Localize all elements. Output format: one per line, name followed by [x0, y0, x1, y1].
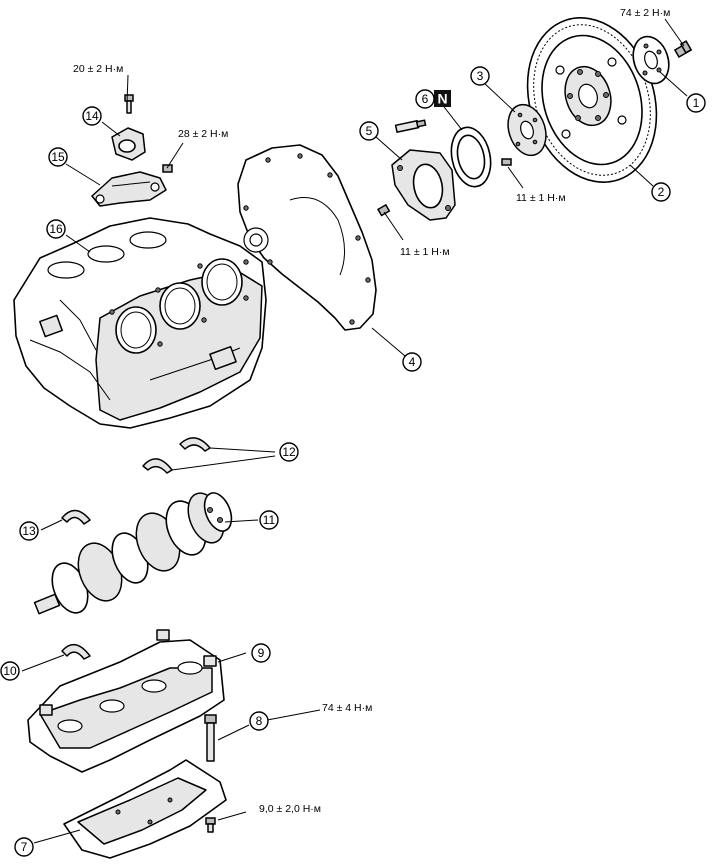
sealant-tube-icon — [394, 119, 427, 133]
torque-oil-pan-bolt: 9,0 ± 2,0 Н·м — [259, 803, 321, 815]
leader-lines — [21, 18, 688, 844]
engine-mount-insulator — [111, 127, 146, 161]
new-part-badge: N — [434, 90, 451, 107]
torque-bracket-stud: 28 ± 2 Н·м — [178, 128, 228, 140]
rear-plate — [237, 144, 377, 331]
flywheel-retainer-plate — [632, 35, 670, 85]
callout-13: 13 — [19, 521, 39, 541]
rear-oil-seal — [450, 126, 492, 188]
svg-text:11: 11 — [263, 513, 276, 527]
svg-text:8: 8 — [256, 714, 263, 728]
oil-pan-bolt — [205, 817, 216, 833]
crankshaft — [33, 492, 233, 615]
thrust-bearing-upper — [179, 437, 211, 452]
svg-text:14: 14 — [85, 109, 99, 123]
svg-text:5: 5 — [366, 124, 373, 138]
callout-1: 1 — [686, 93, 706, 113]
svg-text:15: 15 — [51, 150, 65, 164]
torque-bedplate-bolt: 74 ± 4 Н·м — [322, 702, 372, 714]
svg-text:2: 2 — [658, 185, 665, 199]
callout-3: 3 — [470, 66, 490, 86]
svg-text:4: 4 — [409, 355, 416, 369]
adapter-plate — [507, 103, 547, 157]
svg-text:7: 7 — [21, 840, 28, 854]
bracket-bolt — [124, 94, 134, 114]
callout-15: 15 — [48, 147, 68, 167]
callout-12: 12 — [279, 442, 299, 462]
oil-seal-retainer — [391, 149, 456, 221]
bedplate-bolt — [204, 714, 217, 762]
adapter-bolt — [501, 158, 512, 166]
callout-8: 8 — [249, 711, 269, 731]
new-part-badge-label: N — [437, 91, 447, 107]
svg-text:10: 10 — [3, 664, 17, 678]
callout-4: 4 — [402, 352, 422, 372]
callout-14: 14 — [82, 106, 102, 126]
callout-10: 10 — [0, 661, 20, 681]
main-bearing-upper — [61, 509, 91, 525]
svg-text:9: 9 — [258, 646, 265, 660]
torque-flywheel-bolt: 74 ± 2 Н·м — [620, 7, 670, 19]
callout-16: 16 — [46, 219, 66, 239]
svg-text:6: 6 — [422, 92, 429, 106]
callout-9: 9 — [251, 643, 271, 663]
oil-pan — [63, 759, 227, 859]
engine-mount-bracket — [91, 171, 167, 207]
callout-5: 5 — [359, 121, 379, 141]
flywheel — [526, 17, 658, 183]
svg-text:13: 13 — [22, 524, 36, 538]
svg-text:16: 16 — [49, 222, 63, 236]
torque-adapter-bolt: 11 ± 1 Н·м — [516, 192, 566, 204]
cylinder-block — [13, 217, 267, 429]
svg-text:3: 3 — [477, 69, 484, 83]
svg-text:1: 1 — [693, 96, 700, 110]
bracket-stud — [162, 164, 173, 173]
torque-bracket-bolt: 20 ± 2 Н·м — [73, 63, 123, 75]
svg-text:12: 12 — [282, 445, 296, 459]
callout-2: 2 — [651, 182, 671, 202]
flywheel-bolt — [673, 40, 693, 58]
torque-retainer-bolt: 11 ± 1 Н·м — [400, 246, 450, 258]
callout-6: 6 — [415, 89, 435, 109]
callout-11: 11 — [259, 510, 279, 530]
thrust-bearing-lower — [142, 458, 173, 474]
callout-7: 7 — [14, 837, 34, 857]
retainer-bolt — [377, 203, 391, 217]
main-bearing-lower — [61, 643, 91, 660]
bearing-bedplate — [27, 629, 225, 773]
